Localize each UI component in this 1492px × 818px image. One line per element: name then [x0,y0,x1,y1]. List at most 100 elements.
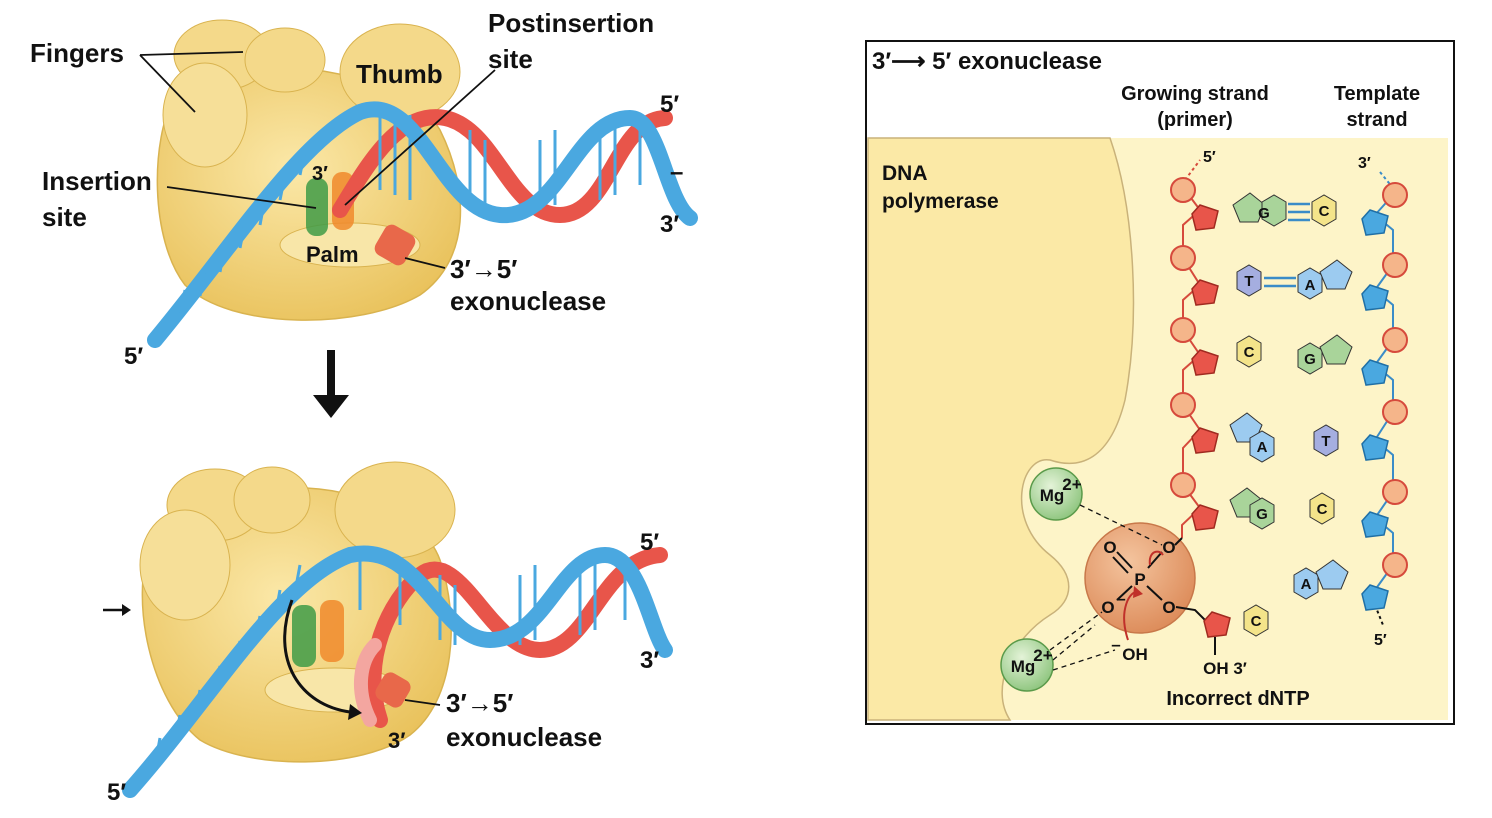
svg-text:G: G [1256,506,1268,523]
palm-label: Palm [306,242,359,267]
dna-polymerase-label-2: polymerase [882,190,999,213]
growing-strand-backbone [1181,189,1202,538]
oxygen-label-2: O [1162,538,1175,557]
dntp-base: C [1243,604,1269,637]
bottom-base-pairs [358,555,627,645]
panel-title: 3′⟶ 5′ exonuclease [872,48,1102,75]
growing-base-1: G [1232,192,1287,227]
growing-base-2: T [1236,264,1262,297]
svg-text:–: – [1111,635,1120,654]
bottom-finger-3 [139,509,231,621]
svg-text:Mg: Mg [1011,657,1036,676]
dntp-linker [1175,606,1206,621]
svg-text:2+: 2+ [1033,646,1052,665]
template-base-2: A [1297,259,1353,300]
oxygen-label-3: O [1162,598,1175,617]
pointer-arrow-icon [103,604,131,616]
polymerase-surface [867,137,1135,721]
svg-text:G: G [1304,351,1316,368]
primer-shift-arrow-icon [283,599,351,714]
bottom-polymerase-diagram: 5′ 3′ 5′ 3′ 3′→5′ exonuclease [103,461,673,806]
svg-text:A: A [1257,439,1268,456]
bottom-insertion-site [292,605,316,667]
top-primer-strand [332,109,673,224]
svg-text:T: T [1321,433,1330,450]
insertion-label-2: site [42,202,87,232]
bottom-5prime-left: 5′ [107,779,126,806]
top-insertion-site [306,178,328,236]
incorrect-dntp-label: Incorrect dNTP [1166,688,1309,710]
growing-5prime-label: 5′ [1203,149,1216,166]
bottom-5prime-right: 5′ [640,529,659,556]
primer-shift-arrowhead [348,704,362,720]
svg-text:C: C [1244,344,1255,361]
bottom-exo-leader [404,699,441,706]
top-exo-label-2: exonuclease [450,286,606,316]
top-leader-lines [139,51,496,269]
bond-break-arrow-icon [1148,550,1164,566]
bottom-ss-template-teeth [153,564,302,766]
top-dash: – [670,159,683,186]
growing-base-4: A [1229,412,1275,463]
growing-strand-label-1: Growing strand [1121,83,1269,105]
insertion-label-1: Insertion [42,166,152,196]
top-finger-3 [162,62,248,168]
template-base-3: G [1297,334,1353,375]
svg-text:C: C [1319,203,1330,220]
top-base-pairs [378,110,642,210]
template-5prime-label: 5′ [1374,632,1387,649]
postinsertion-label-2: site [488,44,533,74]
bottom-primer-3prime: 3′ [388,728,406,753]
svg-text:2+: 2+ [1062,475,1081,494]
top-5prime-left: 5′ [124,343,143,370]
growing-base-5: G [1229,487,1275,530]
phosphate-ball [1084,522,1196,634]
top-finger-2 [244,27,326,93]
template-strand-label-2: strand [1346,109,1407,131]
template-base-6: A [1293,559,1349,600]
top-polymerase-diagram: Fingers Thumb Postinsertion site Inserti… [30,8,698,370]
bottom-exo-label-2: exonuclease [446,722,602,752]
growing-strand-label-2: (primer) [1157,109,1233,131]
mg-ion-1: Mg 2+ [1029,467,1083,521]
oxygen-label-1: O [1103,538,1116,557]
template-strand-label-1: Template [1334,83,1420,105]
top-primer-3prime: 3′ [312,163,328,185]
bottom-primer-frayed-end [353,638,382,727]
bottom-exo-label-1: 3′→5′ [446,688,513,718]
top-ss-template-teeth [178,149,307,319]
bottom-primer-strand [365,547,668,728]
growing-strand-bases: G T C A G [1229,192,1287,530]
template-base-1: C [1311,194,1337,227]
mg-ion-2: Mg 2+ [1000,638,1054,692]
bottom-exonuclease-site [375,672,411,708]
bottom-template-strand [122,545,673,798]
oxygen-minus-label: O [1101,598,1114,617]
template-3prime-label: 3′ [1358,155,1371,172]
hydroxide-label: OH [1122,645,1148,664]
template-base-4: T [1313,424,1339,457]
phosphorus-label: P [1134,570,1145,589]
growing-to-phosphate-bond [1174,537,1183,546]
growing-5prime-bond [1184,159,1201,181]
fingers-label: Fingers [30,38,124,68]
top-5prime-right: 5′ [660,91,679,118]
svg-text:A: A [1305,277,1316,294]
dntp-sugar [1203,611,1231,638]
svg-text:Mg: Mg [1040,486,1065,505]
top-exo-label-1: 3′→5′ [450,254,517,284]
template-base-5: C [1309,492,1335,525]
bottom-3prime-right: 3′ [640,647,659,674]
growing-strand-phosphates [1170,177,1196,498]
exonuclease-mechanism-panel: 3′⟶ 5′ exonuclease Growing strand (prime… [865,40,1455,725]
top-exonuclease-site [374,224,416,266]
svg-text:T: T [1244,273,1253,290]
svg-text:C: C [1317,501,1328,518]
bottom-postinsertion-site [320,600,344,662]
thumb-label: Thumb [356,59,443,89]
postinsertion-label-1: Postinsertion [488,8,654,38]
bottom-thumb [334,461,456,559]
svg-text:–: – [1116,589,1125,608]
svg-text:A: A [1301,576,1312,593]
